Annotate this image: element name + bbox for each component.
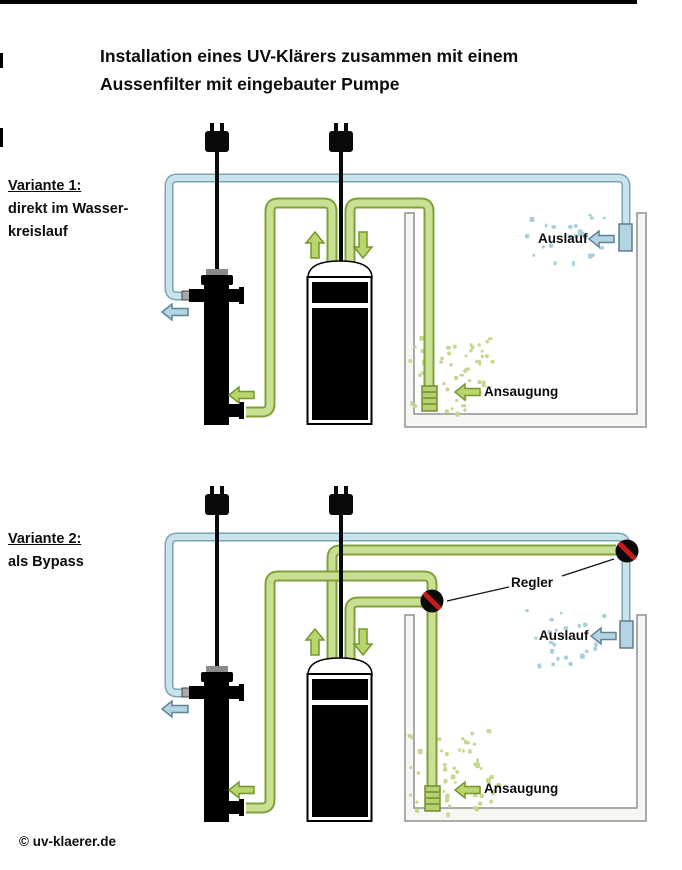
uv-clarifier-v2 bbox=[181, 666, 244, 822]
flow-arrow-down-icon bbox=[352, 628, 374, 657]
green-tube-filter-to-tank-v1 bbox=[344, 197, 435, 388]
flow-arrow-left-blue-icon bbox=[160, 699, 189, 719]
power-plug-uv-v2 bbox=[205, 486, 229, 515]
regler-label: Regler bbox=[511, 575, 554, 590]
power-cable-filter-v2 bbox=[339, 513, 343, 660]
page-title-line2: Aussenfilter mit eingebauter Pumpe bbox=[100, 74, 400, 94]
flow-arrow-left-green-icon bbox=[227, 780, 255, 800]
variant1-heading: Variante 1: bbox=[8, 178, 82, 194]
regler-pointer-line bbox=[561, 558, 615, 577]
external-filter-v1 bbox=[306, 260, 373, 425]
flow-arrow-down-icon bbox=[352, 231, 374, 260]
valve-icon bbox=[420, 589, 444, 613]
variant2-heading: Variante 2: bbox=[8, 531, 82, 547]
power-cable-uv-v1 bbox=[215, 150, 219, 275]
ansaugung-label-v1: Ansaugung bbox=[484, 384, 559, 399]
intake-strainer-v1 bbox=[421, 385, 438, 412]
flow-arrow-up-icon bbox=[304, 230, 326, 259]
blue-tube-v1 bbox=[164, 173, 631, 301]
water-speckles-green-v1 bbox=[408, 330, 495, 417]
power-plug-filter-v2 bbox=[329, 486, 353, 515]
auslauf-label-v1: Auslauf bbox=[538, 231, 588, 246]
ansaugung-label-v2: Ansaugung bbox=[484, 781, 559, 796]
page-edge-mark bbox=[0, 53, 3, 68]
flow-arrow-left-green-icon bbox=[227, 385, 255, 405]
copyright: © uv-klaerer.de bbox=[19, 834, 116, 849]
auslauf-label-v2: Auslauf bbox=[539, 628, 589, 643]
intake-strainer-v2 bbox=[424, 785, 441, 812]
auslauf-arrow-icon bbox=[589, 626, 617, 646]
green-tube-uv-to-valve-v2 bbox=[246, 570, 438, 814]
valve-icon bbox=[615, 539, 639, 563]
ansaugung-arrow-icon bbox=[453, 382, 481, 402]
variant1-desc1: direkt im Wasser- bbox=[8, 201, 129, 217]
water-speckles-blue-v1 bbox=[524, 213, 606, 267]
outlet-nozzle-v1 bbox=[618, 223, 633, 252]
water-speckles-green-v2 bbox=[407, 729, 502, 818]
uv-clarifier-v1 bbox=[181, 269, 244, 425]
page-title-line1: Installation eines UV-Klärers zusammen m… bbox=[100, 46, 519, 66]
power-plug-filter-v1 bbox=[329, 123, 353, 152]
external-filter-v2 bbox=[306, 657, 373, 822]
ansaugung-arrow-icon bbox=[453, 780, 481, 800]
green-tube-filter-intake-v2 bbox=[344, 596, 438, 788]
power-cable-uv-v2 bbox=[215, 513, 219, 672]
flow-arrow-left-blue-icon bbox=[160, 302, 189, 322]
aquarium-v1 bbox=[404, 212, 647, 428]
power-plug-uv-v1 bbox=[205, 123, 229, 152]
page-edge-mark bbox=[0, 128, 3, 147]
green-tube-uv-to-filter-v1 bbox=[246, 197, 338, 418]
variant2-desc1: als Bypass bbox=[8, 554, 84, 570]
page-top-border bbox=[0, 0, 637, 4]
outlet-nozzle-v2 bbox=[619, 620, 634, 649]
aquarium-v2 bbox=[404, 614, 647, 822]
variant1-desc2: kreislauf bbox=[8, 224, 68, 240]
flow-arrow-up-icon bbox=[304, 627, 326, 656]
power-cable-filter-v1 bbox=[339, 150, 343, 264]
water-speckles-blue-v2 bbox=[525, 608, 610, 669]
blue-tube-v2 bbox=[164, 532, 631, 698]
regler-pointer-line bbox=[446, 586, 510, 602]
auslauf-arrow-icon bbox=[587, 229, 615, 249]
